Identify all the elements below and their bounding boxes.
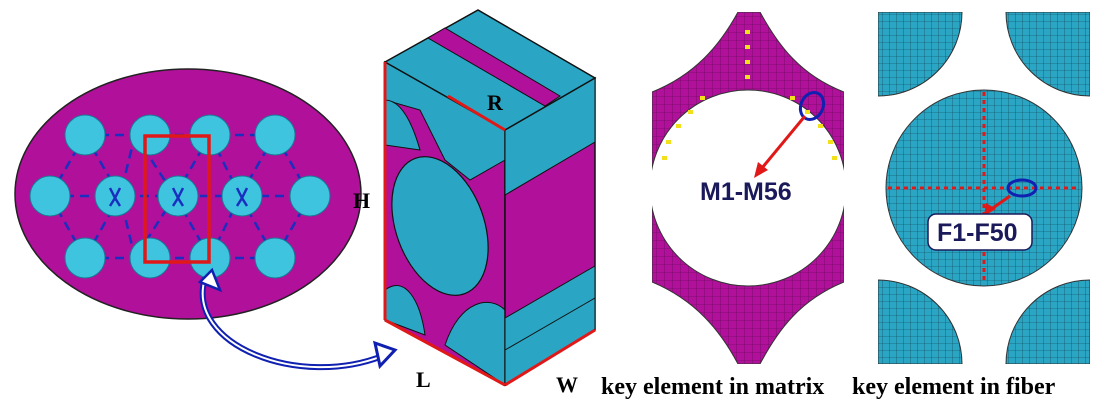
- fiber-quarter-top-left: [878, 12, 963, 97]
- matrix-callout-arrow: [760, 115, 807, 169]
- height-label: H: [353, 188, 370, 213]
- fiber-callout-arrowhead: [984, 203, 996, 216]
- fiber-quarter-top-right: [1005, 12, 1090, 97]
- front-upper-left-fiber: [384, 99, 421, 151]
- length-label: L: [416, 367, 431, 392]
- length-edge: [384, 318, 506, 387]
- radius-label: R: [487, 90, 504, 115]
- matrix-callout-arrowhead: [754, 162, 768, 178]
- fiber-mesh-panel: F1-F50: [878, 12, 1090, 364]
- matrix-key-element-marker: [798, 90, 826, 122]
- radius-edge: [447, 94, 506, 132]
- width-label: W: [556, 372, 578, 397]
- matrix-range-label: M1-M56: [700, 178, 792, 206]
- matrix-key-elements: [662, 30, 837, 160]
- fiber-circle: [64, 237, 106, 279]
- rve-3d-block: R L W: [383, 9, 597, 397]
- fiber-range-label: F1-F50: [937, 219, 1018, 247]
- curved-arrow-highlight: [201, 277, 386, 369]
- fiber-quarter-bottom-left: [878, 279, 963, 364]
- fiber-circle: [129, 237, 171, 279]
- fiber-range-box: [927, 213, 1033, 251]
- matrix-mesh-panel: M1-M56: [652, 12, 844, 364]
- curved-arrow-head: [372, 340, 398, 370]
- fiber-circle: [64, 114, 106, 156]
- hex-pattern-lines: [48, 133, 312, 260]
- fiber-hole: [652, 89, 844, 287]
- fiber-circle: [254, 237, 296, 279]
- top-matrix-strip: [427, 27, 561, 107]
- rve-selection-box: [143, 134, 211, 264]
- width-edge: [504, 328, 596, 387]
- fiber-hex-markers: [108, 187, 249, 207]
- curved-arrow-tail: [197, 267, 223, 293]
- fiber-circle: [29, 175, 71, 217]
- fiber-circle: [289, 175, 331, 217]
- fiber-caption: key element in fiber: [852, 374, 1056, 400]
- fiber-key-elements: [888, 92, 1080, 284]
- fiber-circle: [254, 114, 296, 156]
- front-center-fiber: [391, 156, 489, 296]
- fiber-quarter-bottom-right: [1005, 279, 1090, 364]
- composite-cross-section: H: [14, 68, 398, 371]
- fiber-key-element-marker: [1006, 178, 1038, 198]
- matrix-caption: key element in matrix: [601, 374, 824, 400]
- front-bottom-left-fiber: [384, 285, 426, 336]
